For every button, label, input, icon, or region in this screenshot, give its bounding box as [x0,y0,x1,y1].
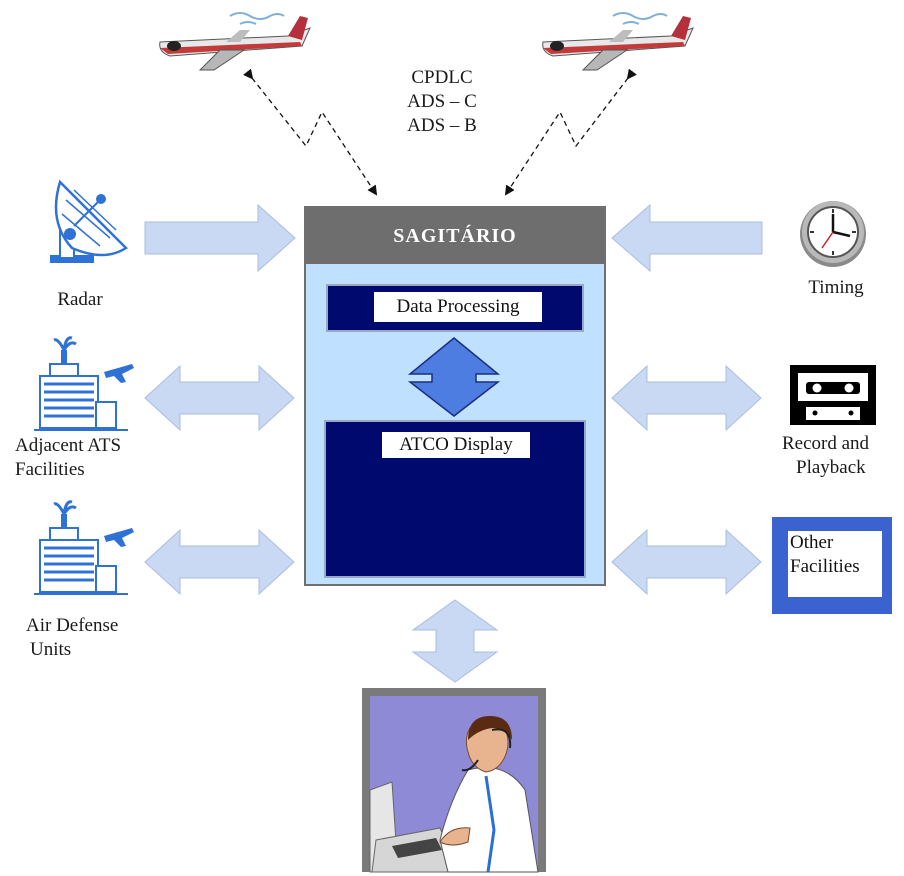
sagitario-title: SAGITÁRIO [306,208,604,264]
arrow-air-defense [144,528,295,596]
air-defense-label-line2: Units [30,639,72,660]
controller-operator-icon [362,688,546,873]
building-icon [34,500,134,595]
protocol-ads-c: ADS – C [407,91,477,112]
other-facilities-label-line2: Facilities [790,556,860,577]
datalink-right [504,68,637,196]
radar-dish-icon [50,179,128,263]
adjacent-ats-label-line2: Facilities [15,459,85,480]
cassette-icon [790,365,876,425]
sagitario-system-box: SAGITÁRIO Data Processing ATCO Display [304,206,606,586]
datalink-left [243,68,378,196]
arrow-record-playback [611,364,762,432]
other-facilities-label-box: Other Facilities [788,531,882,597]
data-processing-label: Data Processing [374,292,542,322]
other-facilities-box: Other Facilities [772,517,892,614]
other-facilities-label-line1: Other [790,532,834,553]
protocol-cpdlc: CPDLC [411,67,473,88]
arrow-timing-in [611,203,763,273]
internal-double-arrow [407,337,501,417]
arrow-other-facilities [611,528,762,596]
airplane-icon [159,12,311,71]
record-playback-label-line1: Record and [782,433,870,454]
airplane-icon [542,12,694,71]
atco-display-module: ATCO Display [324,420,586,578]
data-processing-module: Data Processing [326,284,584,332]
arrow-radar-in [144,203,296,273]
protocol-ads-b: ADS – B [407,115,477,136]
building-icon [34,336,134,431]
arrow-adjacent-ats [144,364,295,432]
timing-label: Timing [808,277,864,298]
arrow-operator [411,599,499,683]
record-playback-label-line2: Playback [796,457,866,478]
air-defense-label-line1: Air Defense [26,615,119,636]
radar-label: Radar [57,289,103,310]
atco-display-label: ATCO Display [382,432,530,458]
clock-icon [800,201,866,267]
adjacent-ats-label-line1: Adjacent ATS [15,435,122,456]
